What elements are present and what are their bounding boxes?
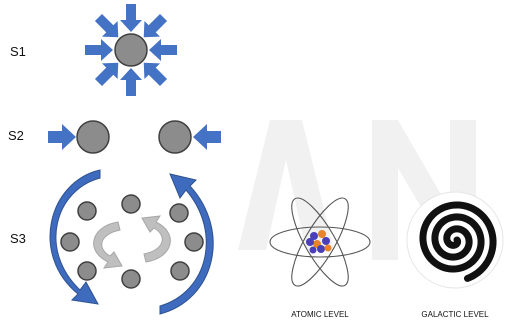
particle xyxy=(122,270,140,288)
s3-right-swirl-arrow xyxy=(142,216,170,262)
particle xyxy=(122,195,140,213)
s2-right-ball xyxy=(159,121,191,153)
atomic-level-label: ATOMIC LEVEL xyxy=(291,310,349,319)
s1-inward-arrow xyxy=(149,39,177,61)
s3-particles xyxy=(61,195,203,288)
s1-inward-arrow xyxy=(85,39,113,61)
particle xyxy=(61,233,79,251)
s2-left-ball xyxy=(77,121,109,153)
particle xyxy=(170,204,188,222)
s1-inward-arrow xyxy=(120,4,142,32)
particle xyxy=(171,262,189,280)
s1-inward-arrow xyxy=(120,68,142,96)
spiral-galaxy-icon xyxy=(407,192,503,288)
s3-rotation-group xyxy=(50,170,213,314)
s2-left-arrow xyxy=(48,124,76,150)
stage-label-s1: S1 xyxy=(10,44,26,59)
s1-compression-icon xyxy=(85,4,177,96)
s1-ball xyxy=(115,34,147,66)
s2-balls-group xyxy=(48,121,221,153)
particle xyxy=(78,262,96,280)
particle xyxy=(78,202,96,220)
galactic-level-label: GALACTIC LEVEL xyxy=(421,310,489,319)
particle xyxy=(185,233,203,251)
s3-left-swirl-arrow xyxy=(94,222,122,268)
stage-label-s2: S2 xyxy=(8,128,24,143)
stage-label-s3: S3 xyxy=(10,231,26,246)
s2-right-arrow xyxy=(193,124,221,150)
